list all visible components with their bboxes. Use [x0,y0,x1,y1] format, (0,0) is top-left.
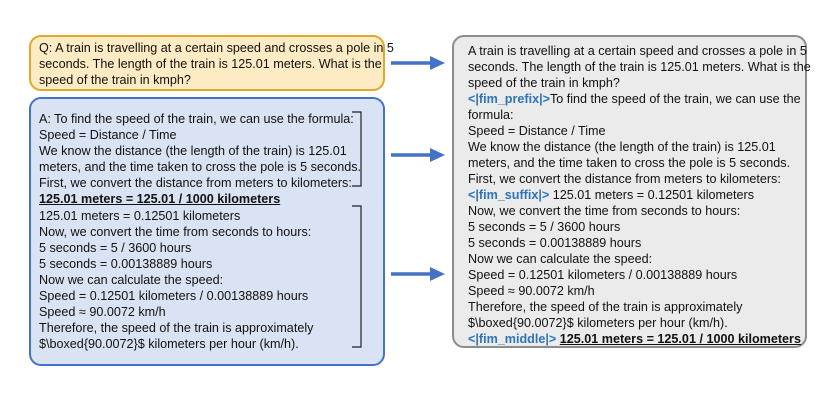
answer-suffix-line-7: Speed ≈ 90.0072 km/h [39,305,166,319]
output-prefix-line-1: <|fim_prefix|>To find the speed of the t… [468,91,801,107]
answer-suffix-line-6: Speed = 0.12501 kilometers / 0.00138889 … [39,289,309,303]
answer-suffix-line-3: 5 seconds = 5 / 3600 hours [39,241,192,255]
output-question-line-1: A train is travelling at a certain speed… [468,44,807,58]
answer-suffix-line-1: 125.01 meters = 0.12501 kilometers [39,209,241,223]
fim-suffix-token: <|fim_suffix|> [468,188,550,202]
output-suffix-line-4: 5 seconds = 0.00138889 hours [468,236,642,250]
answer-suffix-line-9: $\boxed{90.0072}$ kilometers per hour (k… [39,337,299,351]
output-question-line-3: speed of the train in kmph? [468,76,620,90]
output-suffix-first: 125.01 meters = 0.12501 kilometers [549,188,755,202]
question-line-1: Q: A train is travelling at a certain sp… [39,41,394,55]
output-prefix-line-5: meters, and the time taken to cross the … [468,156,791,170]
output-prefix-first: To find the speed of the train, we can u… [549,92,801,106]
output-middle-text: 125.01 meters = 125.01 / 1000 kilometers [559,332,801,346]
answer-middle-line: 125.01 meters = 125.01 / 1000 kilometers [39,192,281,206]
output-suffix-line-8: Therefore, the speed of the train is app… [468,300,743,314]
answer-prefix-line-1: A: To find the speed of the train, we ca… [39,112,354,126]
answer-box: A: To find the speed of the train, we ca… [29,97,385,366]
output-prefix-line-2: formula: [468,108,514,122]
question-line-2: seconds. The length of the train is 125.… [39,57,382,71]
question-line-3: speed of the train in kmph? [39,73,191,87]
output-prefix-line-3: Speed = Distance / Time [468,124,606,138]
output-suffix-line-2: Now, we convert the time from seconds to… [468,204,741,218]
answer-prefix-line-3: We know the distance (the length of the … [39,144,347,158]
answer-suffix-line-5: Now we can calculate the speed: [39,273,224,287]
suffix-arrow [391,267,445,281]
output-prefix-line-6: First, we convert the distance from mete… [468,172,781,186]
answer-prefix-line-5: First, we convert the distance from mete… [39,176,352,190]
output-suffix-line-9: $\boxed{90.0072}$ kilometers per hour (k… [468,316,728,330]
output-suffix-line-6: Speed = 0.12501 kilometers / 0.00138889 … [468,268,738,282]
fim-prefix-token: <|fim_prefix|> [468,92,550,106]
question-box: Q: A train is travelling at a certain sp… [29,35,394,91]
question-arrow [391,56,445,70]
answer-suffix-line-4: 5 seconds = 0.00138889 hours [39,257,213,271]
prefix-bracket [352,111,362,187]
answer-prefix-line-4: meters, and the time taken to cross the … [39,160,362,174]
answer-prefix-line-2: Speed = Distance / Time [39,128,177,142]
answer-suffix-line-8: Therefore, the speed of the train is app… [39,321,314,335]
output-suffix-line-3: 5 seconds = 5 / 3600 hours [468,220,621,234]
suffix-bracket [352,205,362,348]
output-question-line-2: seconds. The length of the train is 125.… [468,60,811,74]
prefix-arrow [391,148,445,162]
output-suffix-line-1: <|fim_suffix|> 125.01 meters = 0.12501 k… [468,187,754,203]
output-suffix-line-5: Now we can calculate the speed: [468,252,653,266]
fim-middle-token: <|fim_middle|> [468,332,557,346]
output-prefix-line-4: We know the distance (the length of the … [468,140,776,154]
output-suffix-line-7: Speed ≈ 90.0072 km/h [468,284,595,298]
answer-suffix-line-2: Now, we convert the time from seconds to… [39,225,312,239]
output-middle-line: <|fim_middle|> 125.01 meters = 125.01 / … [468,331,801,347]
fim-output-box: A train is travelling at a certain speed… [452,35,811,348]
